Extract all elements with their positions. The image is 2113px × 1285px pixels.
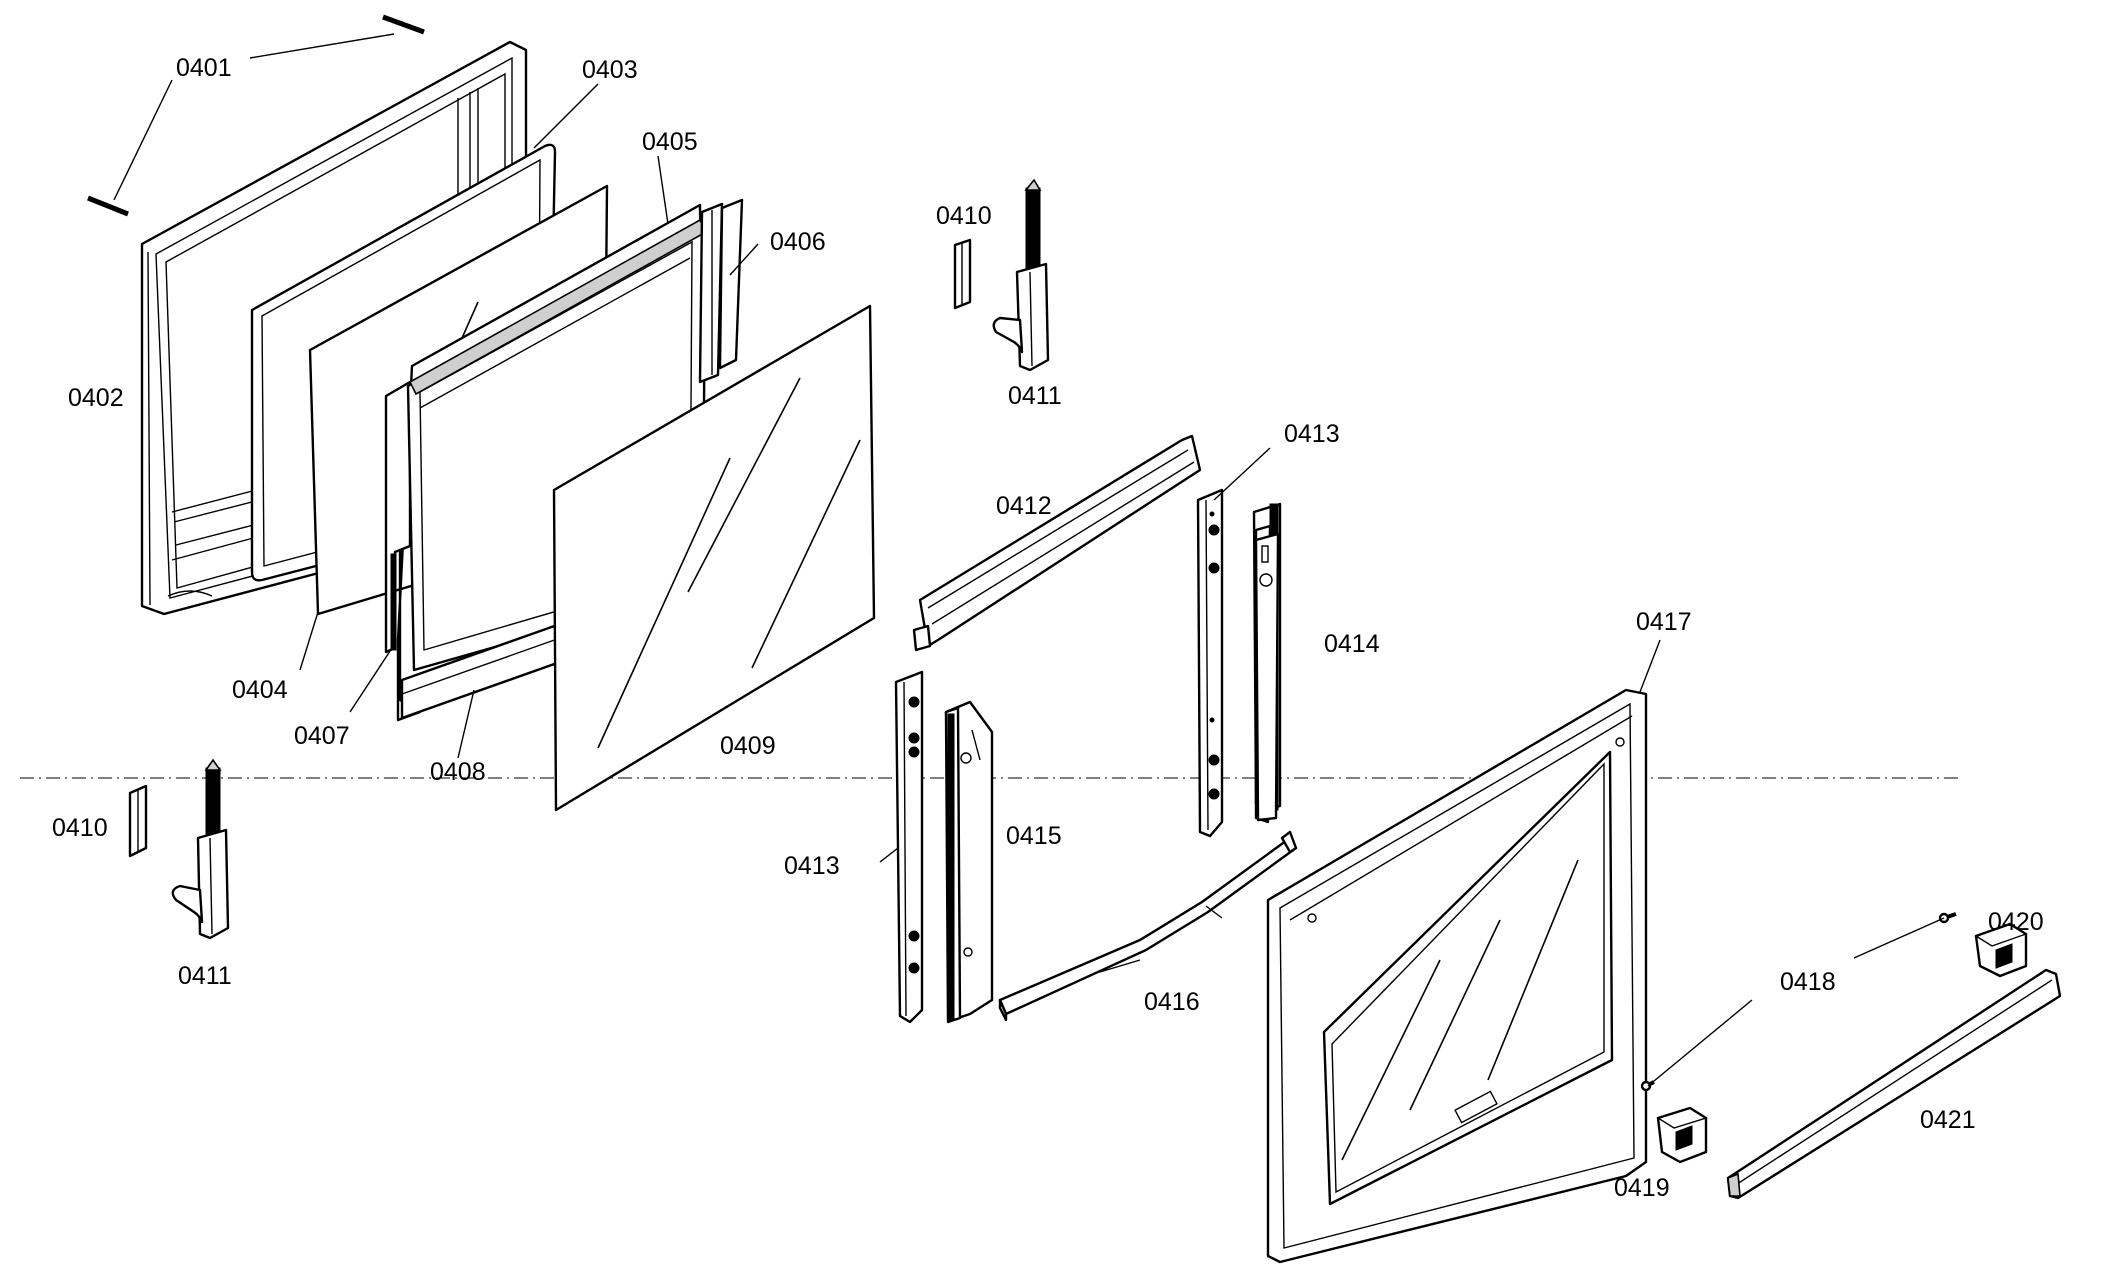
label-0420: 0420 bbox=[1988, 908, 2044, 936]
part-0401-pins bbox=[87, 14, 425, 217]
label-0415: 0415 bbox=[1006, 822, 1062, 850]
label-0416: 0416 bbox=[1144, 988, 1200, 1016]
part-0416-lower-bracket bbox=[998, 830, 1298, 1022]
label-0401: 0401 bbox=[176, 54, 232, 82]
label-0403: 0403 bbox=[582, 56, 638, 84]
part-0410-0411-hinge-top bbox=[953, 178, 1050, 372]
label-0409: 0409 bbox=[720, 732, 776, 760]
part-0410-0411-hinge-bottom bbox=[128, 758, 230, 940]
label-0414: 0414 bbox=[1324, 630, 1380, 658]
label-0413-left: 0413 bbox=[784, 852, 840, 880]
part-0415-channel bbox=[944, 700, 994, 1024]
part-0414-channel bbox=[1252, 502, 1282, 824]
label-0404: 0404 bbox=[232, 676, 288, 704]
label-0406: 0406 bbox=[770, 228, 826, 256]
label-0410-top: 0410 bbox=[936, 202, 992, 230]
label-0405: 0405 bbox=[642, 128, 698, 156]
label-0410-bottom: 0410 bbox=[52, 814, 108, 842]
callout-labels: 0401 0402 0403 0404 0405 0406 0407 0408 … bbox=[52, 54, 2044, 1202]
label-0407: 0407 bbox=[294, 722, 350, 750]
leader-lines bbox=[113, 33, 1945, 1087]
label-0417: 0417 bbox=[1636, 608, 1692, 636]
label-0411-top: 0411 bbox=[1008, 382, 1062, 410]
label-0413-right: 0413 bbox=[1284, 420, 1340, 448]
label-0421: 0421 bbox=[1920, 1106, 1976, 1134]
label-0402: 0402 bbox=[68, 384, 124, 412]
label-0411-bottom: 0411 bbox=[178, 962, 232, 990]
part-0421-handle bbox=[1726, 968, 2062, 1200]
part-0420-end-cap bbox=[1974, 922, 2028, 978]
part-0413-bracket-right bbox=[1196, 488, 1224, 838]
label-0408: 0408 bbox=[430, 758, 486, 786]
label-0412: 0412 bbox=[996, 492, 1052, 520]
label-0419: 0419 bbox=[1614, 1174, 1670, 1202]
part-0412-top-trim bbox=[912, 434, 1202, 652]
part-0409-outer-glass bbox=[552, 304, 876, 812]
part-0417-outer-door bbox=[1266, 688, 1648, 1264]
label-0418: 0418 bbox=[1780, 968, 1836, 996]
part-0419-end-cap bbox=[1656, 1106, 1708, 1164]
part-0413-bracket-left bbox=[894, 670, 924, 1024]
